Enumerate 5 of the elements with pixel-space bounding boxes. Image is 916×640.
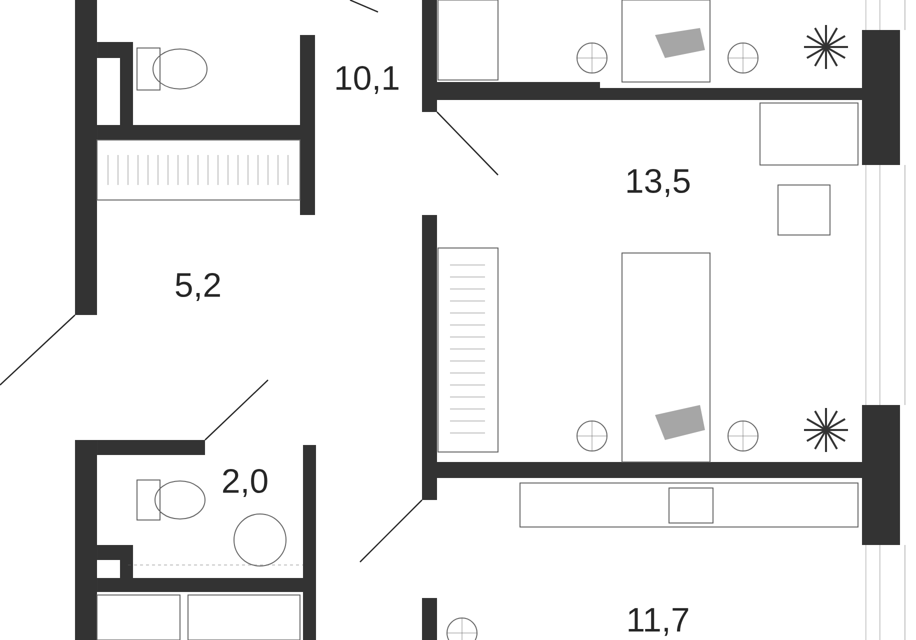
area-label: 2,0 <box>223 468 268 498</box>
area-label: 10,1 <box>336 66 398 94</box>
area-label: 13,5 <box>628 168 690 198</box>
area-label: 11,7 <box>628 608 688 636</box>
area-label: 5,2 <box>176 272 220 302</box>
